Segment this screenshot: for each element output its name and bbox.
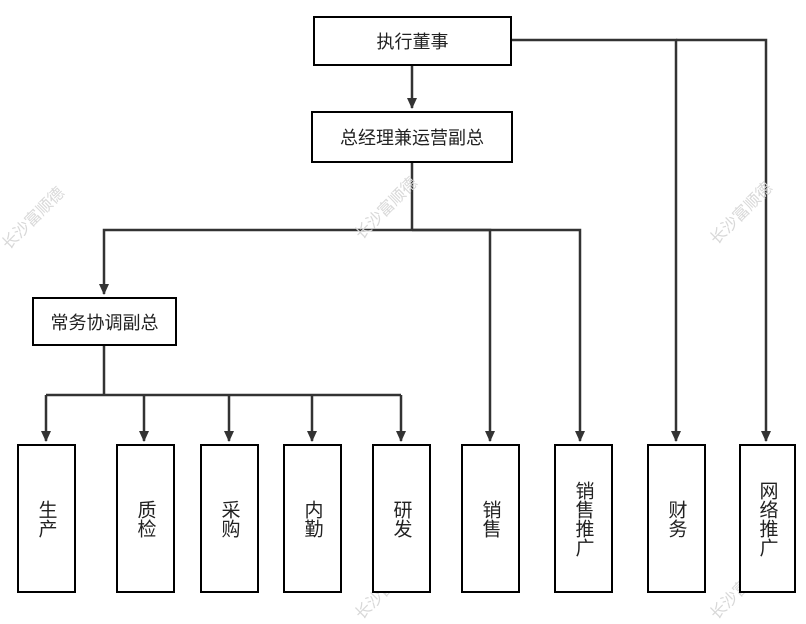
node-rnd: 研发	[372, 444, 431, 593]
edge-gm-deputy	[99, 228, 412, 295]
edge-ceo-online-promo	[676, 38, 771, 442]
node-ceo: 执行董事	[313, 16, 512, 66]
node-sales-promo: 销售推广	[554, 444, 613, 593]
node-production: 生产	[17, 444, 76, 593]
node-sales: 销售	[461, 444, 520, 593]
org-chart: 长沙富顺德 长沙富顺德 长沙富顺德 长沙富顺德 长沙富顺德 执行董事 总经理兼运…	[0, 16, 796, 623]
node-purchasing: 采购	[200, 444, 259, 593]
node-finance: 财务	[647, 444, 706, 593]
connector-lines	[41, 38, 771, 442]
edge-ceo-finance	[512, 38, 681, 442]
node-deputy: 常务协调副总	[32, 297, 177, 346]
node-gm: 总经理兼运营副总	[311, 111, 513, 163]
edge-gm-sales-promo	[412, 228, 585, 442]
node-logistics: 内勤	[283, 444, 342, 593]
edge-gm-sales	[412, 228, 495, 442]
node-online-promo: 网络推广	[739, 444, 796, 593]
node-quality: 质检	[116, 444, 175, 593]
